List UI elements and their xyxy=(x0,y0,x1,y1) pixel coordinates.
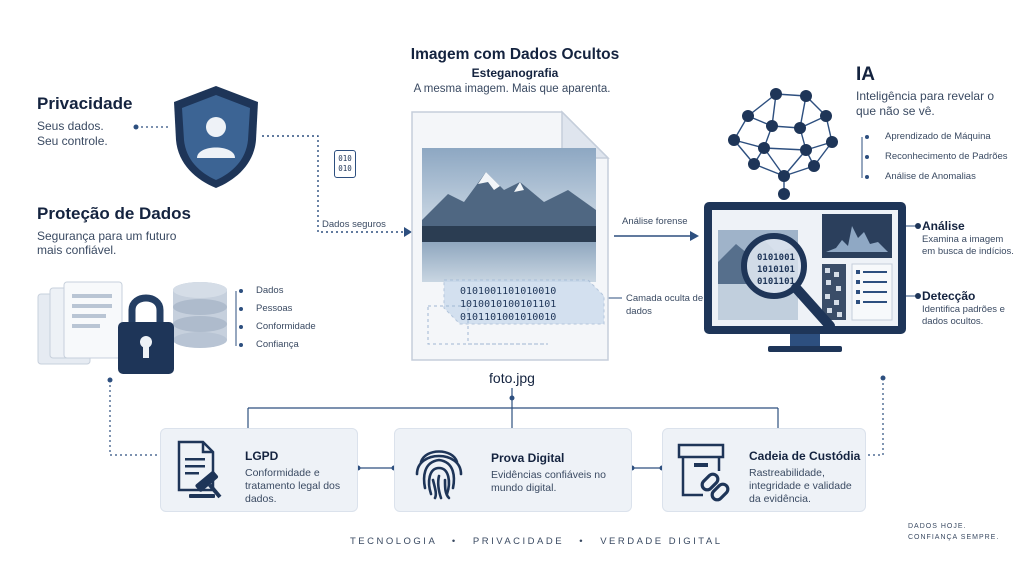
card-digital-proof-title: Prova Digital xyxy=(491,451,565,465)
shield-user-icon xyxy=(174,86,258,188)
footer-item: TECNOLOGIA xyxy=(350,536,437,547)
box-chain-icon xyxy=(677,443,730,502)
corner-slogan-line: DADOS HOJE. xyxy=(908,523,967,530)
corner-slogan: DADOS HOJE. CONFIANÇA SEMPRE. xyxy=(908,521,999,543)
hidden-layer-label: Camada oculta de dados xyxy=(626,293,704,317)
corner-slogan-line: CONFIANÇA SEMPRE. xyxy=(908,534,1000,541)
privacy-title: Privacidade xyxy=(37,94,133,113)
binary-badge-line: 010 xyxy=(338,154,352,163)
card-digital-proof-description: Evidências confiáveis no mundo digital. xyxy=(491,469,606,494)
hidden-binary-data: 0101001101010010 1010010100101101 010110… xyxy=(460,285,556,324)
ai-description: Inteligência para revelar o que não se v… xyxy=(856,89,995,118)
card-chain-of-custody-description: Rastreabilidade, integridade e validade … xyxy=(749,467,852,505)
protection-title: Proteção de Dados xyxy=(37,204,191,223)
footer-separator: • xyxy=(579,536,586,547)
list-item: Reconhecimento de Padrões xyxy=(885,151,1008,162)
center-title: Imagem com Dados Ocultos xyxy=(410,46,620,63)
file-name: foto.jpg xyxy=(489,370,535,386)
list-item: Análise de Anomalias xyxy=(885,171,976,182)
detection-description: Identifica padrões e dados ocultos. xyxy=(922,304,1005,327)
center-tagline: A mesma imagem. Mais que aparenta. xyxy=(413,83,611,95)
card-chain-of-custody: Cadeia de Custódia Rastreabilidade, inte… xyxy=(662,428,866,512)
binary-line: 0101101 xyxy=(757,277,795,287)
card-lgpd: LGPD Conformidade e tratamento legal dos… xyxy=(160,428,358,512)
list-item: Conformidade xyxy=(256,321,316,332)
card-lgpd-title: LGPD xyxy=(245,449,279,463)
forensic-label: Análise forense xyxy=(622,216,688,227)
fingerprint-icon xyxy=(415,450,463,500)
documents-lock-database-icon xyxy=(37,281,227,374)
detection-title: Detecção xyxy=(922,289,976,303)
protection-description: Segurança para um futuro mais confiável. xyxy=(37,229,177,257)
analysis-title: Análise xyxy=(922,219,965,233)
binary-line: 0101001101010010 xyxy=(460,286,557,297)
ai-capabilities-list: Aprendizado de Máquina Reconhecimento de… xyxy=(885,128,1008,188)
footer-item: VERDADE DIGITAL xyxy=(600,536,723,547)
monitor-binary-data: 0101001 1010101 0101101 xyxy=(757,252,795,288)
protection-list: Dados Pessoas Conformidade Confiança xyxy=(256,282,316,354)
binary-badge: 010 010 xyxy=(334,150,356,178)
legal-document-gavel-icon xyxy=(177,440,222,499)
binary-badge-line: 010 xyxy=(338,164,352,173)
list-item: Pessoas xyxy=(256,303,293,314)
card-lgpd-description: Conformidade e tratamento legal dos dado… xyxy=(245,467,341,505)
analysis-description: Examina a imagem em busca de indícios. xyxy=(922,234,1014,257)
monitor-analysis-icon xyxy=(704,202,906,352)
privacy-description: Seus dados. Seu controle. xyxy=(37,119,108,148)
binary-line: 1010010100101101 xyxy=(460,299,557,310)
binary-line: 0101001 xyxy=(757,253,795,263)
footer-separator: • xyxy=(451,536,458,547)
ai-title: IA xyxy=(856,64,875,85)
footer-tagline: TECNOLOGIA • PRIVACIDADE • VERDADE DIGIT… xyxy=(350,536,723,547)
binary-line: 0101101001010010 xyxy=(460,312,557,323)
list-item: Dados xyxy=(256,285,284,296)
safe-data-label: Dados seguros xyxy=(322,219,386,230)
binary-line: 1010101 xyxy=(757,265,795,275)
center-subtitle: Esteganografia xyxy=(471,66,559,80)
card-chain-of-custody-title: Cadeia de Custódia xyxy=(749,449,861,463)
image-file-icon xyxy=(411,110,610,361)
neural-network-brain-icon xyxy=(728,88,838,200)
card-digital-proof: Prova Digital Evidências confiáveis no m… xyxy=(394,428,632,512)
list-item: Aprendizado de Máquina xyxy=(885,131,991,142)
list-item: Confiança xyxy=(256,339,299,350)
footer-item: PRIVACIDADE xyxy=(472,536,565,547)
